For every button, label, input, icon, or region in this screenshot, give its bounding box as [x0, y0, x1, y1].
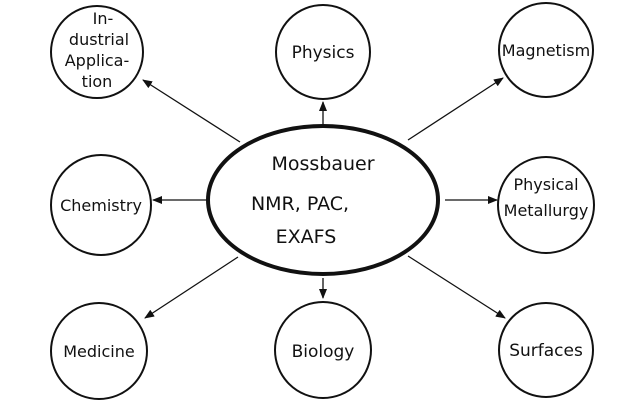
center-node: Mossbauer NMR, PAC, EXAFS — [206, 124, 440, 276]
node-physical-metallurgy: Physical Metallurgy — [497, 156, 595, 254]
surfaces-label: Surfaces — [509, 341, 583, 361]
center-line-3: EXAFS — [276, 226, 337, 248]
node-industrial-application: In- dustrial Applica- tion — [50, 5, 144, 99]
physical-metallurgy-line-1: Physical — [513, 175, 578, 194]
node-physics: Physics — [275, 4, 371, 100]
physics-label: Physics — [292, 43, 355, 63]
node-chemistry: Chemistry — [50, 154, 152, 256]
physical-metallurgy-line-2: Metallurgy — [504, 201, 589, 220]
node-surfaces: Surfaces — [498, 302, 594, 398]
arrow-to-medicine — [144, 256, 239, 319]
industrial-line-3: Applica- — [65, 51, 130, 70]
chemistry-label: Chemistry — [60, 196, 142, 215]
node-medicine: Medicine — [50, 302, 148, 400]
medicine-label: Medicine — [63, 342, 134, 361]
arrow-to-surfaces — [407, 255, 506, 319]
industrial-line-4: tion — [82, 72, 113, 91]
arrow-to-industrial — [142, 79, 241, 143]
node-magnetism: Magnetism — [498, 2, 594, 98]
industrial-line-2: dustrial — [69, 30, 129, 49]
industrial-line-1: In- — [93, 9, 114, 28]
center-line-2: NMR, PAC, — [251, 193, 349, 215]
biology-label: Biology — [292, 342, 355, 362]
node-biology: Biology — [274, 301, 372, 399]
arrow-to-magnetism — [407, 77, 504, 141]
center-line-1: Mossbauer — [271, 153, 374, 175]
magnetism-label: Magnetism — [502, 41, 590, 60]
